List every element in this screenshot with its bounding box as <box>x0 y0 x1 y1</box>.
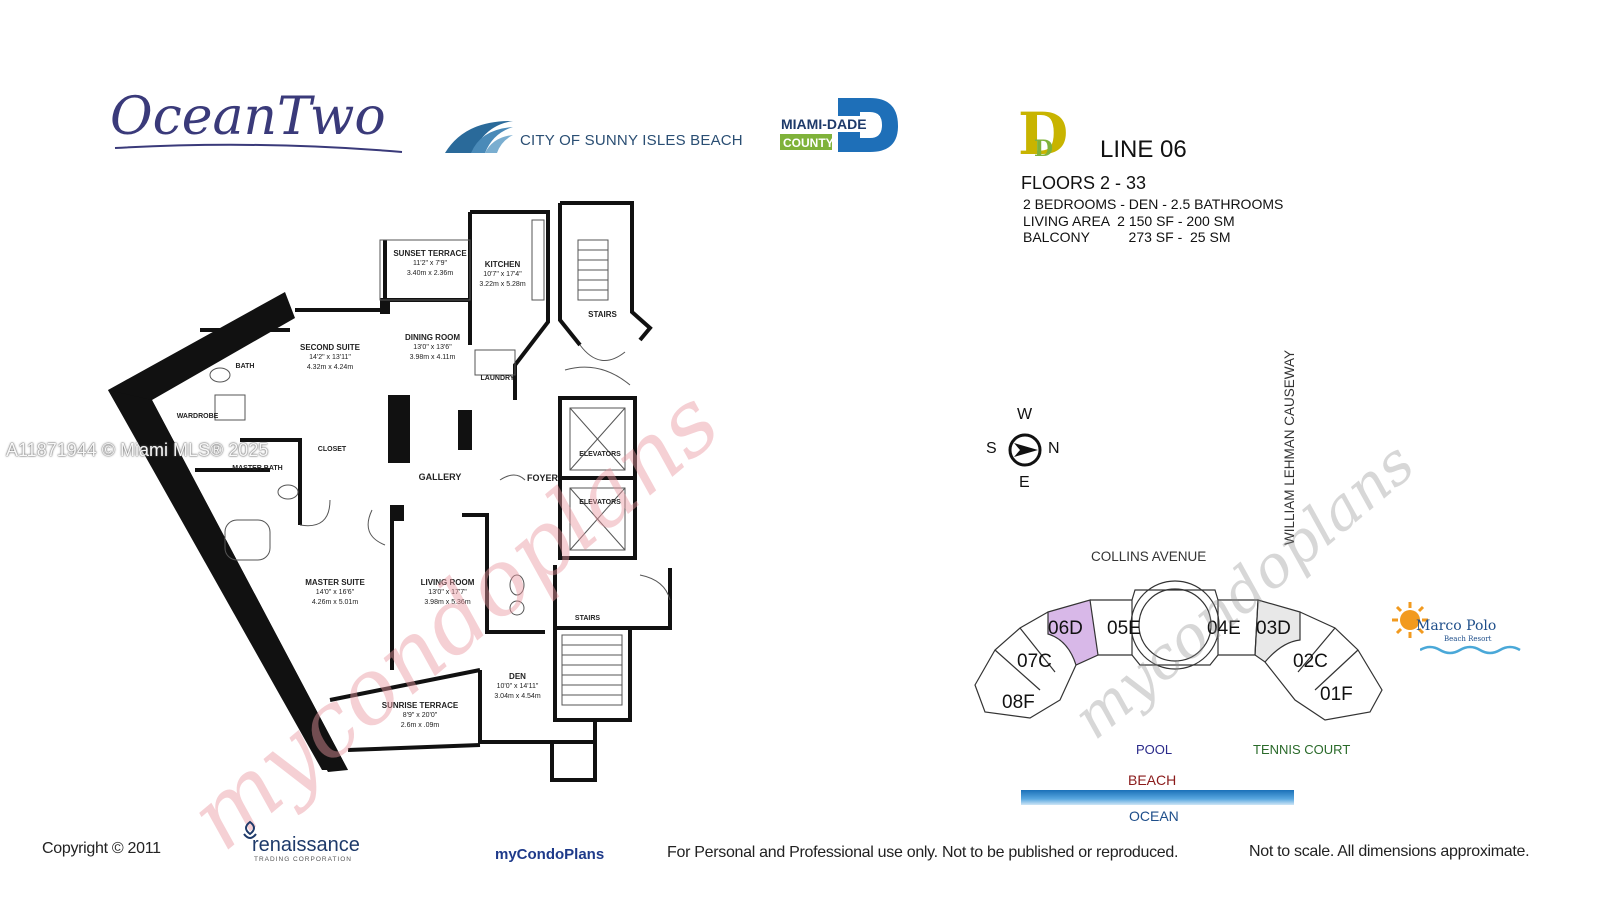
svg-text:D: D <box>1034 136 1053 160</box>
room-stairs-top: STAIRS <box>588 310 617 319</box>
room-elevators-1: ELEVATORS <box>579 451 621 458</box>
unit-01f: 01F <box>1320 684 1353 705</box>
room-wardrobe: WARDROBE <box>176 413 219 420</box>
miami-dade-logo: MIAMI-DADE COUNTY <box>780 96 900 156</box>
unit-specs: 2 BEDROOMS - DEN - 2.5 BATHROOMS LIVING … <box>1023 196 1283 246</box>
ocean-label: OCEAN <box>1129 808 1179 824</box>
compass-w: W <box>1017 406 1033 423</box>
marco-polo-sub: Beach Resort <box>1444 635 1492 643</box>
unit-06d-highlight <box>1047 599 1099 666</box>
ocean-two-logo-text: OceanTwo <box>110 87 386 147</box>
compass-e: E <box>1019 474 1030 491</box>
room-foyer: FOYER <box>526 473 558 483</box>
floors-text: FLOORS 2 - 33 <box>1021 173 1147 193</box>
room-closet: CLOSET <box>317 446 347 453</box>
marco-polo-text: Marco Polo <box>1416 618 1497 634</box>
wave-icon <box>445 120 513 153</box>
compass-n: N <box>1048 440 1060 457</box>
renaissance-logo: renaissance TRADING CORPORATION <box>240 820 380 865</box>
unit-04e: 04E <box>1207 618 1241 639</box>
room-gallery: GALLERY <box>418 472 462 482</box>
unit-03d: 03D <box>1256 618 1291 639</box>
county-text: COUNTY <box>783 136 834 150</box>
balcony-text: BALCONY 273 SF - 25 SM <box>1023 229 1231 245</box>
unit-02c: 02C <box>1293 651 1328 672</box>
dd-logo: D D <box>1018 100 1088 168</box>
unit-06d: 06D <box>1048 618 1083 639</box>
unit-05e: 05E <box>1107 618 1141 639</box>
column <box>388 395 410 463</box>
miami-dade-text: MIAMI-DADE <box>781 116 867 132</box>
collins-avenue-label: COLLINS AVENUE <box>1091 549 1207 564</box>
copyright-text: Copyright © 2011 <box>42 840 161 857</box>
room-laundry: LAUNDRY <box>480 375 515 382</box>
sunny-isles-text: CITY OF SUNNY ISLES BEACH <box>520 132 743 149</box>
pool-label: POOL <box>1136 742 1173 757</box>
sunny-isles-logo: CITY OF SUNNY ISLES BEACH <box>445 115 743 160</box>
beach-label: BEACH <box>1128 772 1177 788</box>
room-master-bath: MASTER BATH <box>232 465 283 472</box>
site-plan: 06D 05E 04E 03D 07C 02C 08F 01F <box>974 580 1383 721</box>
dd-logo-text: D <box>1018 104 1068 160</box>
renaissance-icon <box>243 820 257 839</box>
room-bath: BATH <box>235 363 255 370</box>
renaissance-text: renaissance <box>252 834 360 856</box>
bedrooms-text: 2 BEDROOMS - DEN - 2.5 BATHROOMS <box>1023 196 1284 212</box>
compass-s: S <box>986 440 997 457</box>
tennis-court-label: TENNIS COURT <box>1253 742 1351 757</box>
sun-icon <box>1392 602 1428 638</box>
mycondoplans-logo: myCondoPlans <box>495 846 605 863</box>
unit-08f: 08F <box>1002 692 1035 713</box>
usage-text: For Personal and Professional use only. … <box>667 844 1179 861</box>
renaissance-sub: TRADING CORPORATION <box>254 856 352 863</box>
unit-07c: 07C <box>1017 651 1052 672</box>
room-elevators-2: ELEVATORS <box>579 499 621 506</box>
ocean-bar <box>1021 790 1294 805</box>
compass-icon <box>1008 433 1042 467</box>
room-stairs-bottom: STAIRS <box>574 615 601 622</box>
scale-text: Not to scale. All dimensions approximate… <box>1249 843 1530 860</box>
ocean-two-logo: OceanTwo <box>110 82 410 162</box>
marco-polo-logo: Marco Polo Beach Resort <box>1390 598 1521 658</box>
line-title: LINE 06 <box>1100 136 1187 163</box>
watermark-mls: A11871944 © Miami MLS® 2025 <box>6 440 269 460</box>
wave-icon <box>1420 645 1521 655</box>
living-area-text: LIVING AREA 2 150 SF - 200 SM <box>1023 212 1235 229</box>
